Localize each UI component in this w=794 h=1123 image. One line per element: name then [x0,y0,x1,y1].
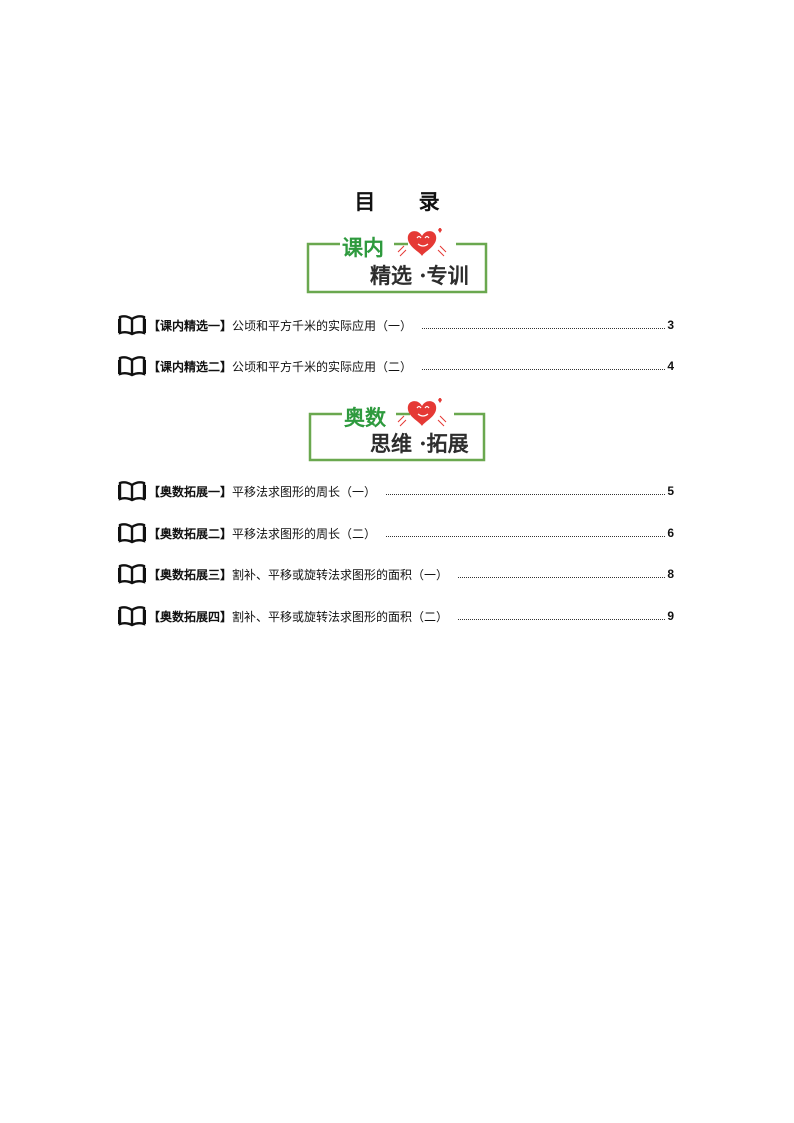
dot-leader [458,565,666,578]
banner-bottom-text: 思维 ·拓展 [370,431,469,456]
dot-leader [422,357,666,370]
entry-tag: 【奥数拓展四】 [148,609,233,624]
section-banner-classroom: 课内 精选 ·专训 [304,228,492,296]
heart-icon [397,398,447,427]
banner-top-text: 课内 [342,235,384,260]
open-book-icon [118,606,146,627]
toc-entry[interactable]: 【奥数拓展一】平移法求图形的周长（一） 5 [118,479,674,503]
open-book-icon [118,523,146,544]
entry-page-number: 6 [667,526,674,540]
toc-entry[interactable]: 【课内精选二】公顷和平方千米的实际应用（二） 4 [118,354,674,378]
banner-bottom-text: 精选 ·专训 [370,263,469,288]
entry-tag: 【课内精选一】 [148,318,233,333]
entry-tag: 【奥数拓展三】 [148,567,233,582]
entry-tag: 【奥数拓展一】 [148,484,233,499]
page-title: 目 录 [354,189,458,214]
entry-title: 平移法求图形的周长（一） [232,484,377,499]
entry-page-number: 3 [667,318,674,332]
entry-title: 公顷和平方千米的实际应用（一） [232,318,413,333]
entry-tag: 【奥数拓展二】 [148,526,233,541]
open-book-icon [118,481,146,502]
open-book-icon [118,356,146,377]
banner-top-text: 奥数 [344,405,387,430]
entry-page-number: 9 [667,609,674,623]
toc-entry[interactable]: 【奥数拓展四】割补、平移或旋转法求图形的面积（二） 9 [118,604,674,628]
open-book-icon [118,315,146,336]
toc-entry[interactable]: 【奥数拓展三】割补、平移或旋转法求图形的面积（一） 8 [118,562,674,586]
dot-leader [386,482,666,495]
heart-icon [397,228,447,257]
dot-leader [458,607,666,620]
entry-tag: 【课内精选二】 [148,359,233,374]
entry-page-number: 4 [667,359,674,373]
toc-entry[interactable]: 【课内精选一】公顷和平方千米的实际应用（一） 3 [118,313,674,337]
entry-title: 公顷和平方千米的实际应用（二） [232,359,413,374]
dot-leader [422,316,666,329]
open-book-icon [118,564,146,585]
entry-title: 平移法求图形的周长（二） [232,526,377,541]
entry-title: 割补、平移或旋转法求图形的面积（二） [232,609,449,624]
entry-page-number: 5 [667,484,674,498]
toc-entry[interactable]: 【奥数拓展二】平移法求图形的周长（二） 6 [118,521,674,545]
dot-leader [386,524,666,537]
entry-page-number: 8 [667,567,674,581]
entry-title: 割补、平移或旋转法求图形的面积（一） [232,567,449,582]
section-banner-olympiad: 奥数 思维 ·拓展 [306,398,490,464]
